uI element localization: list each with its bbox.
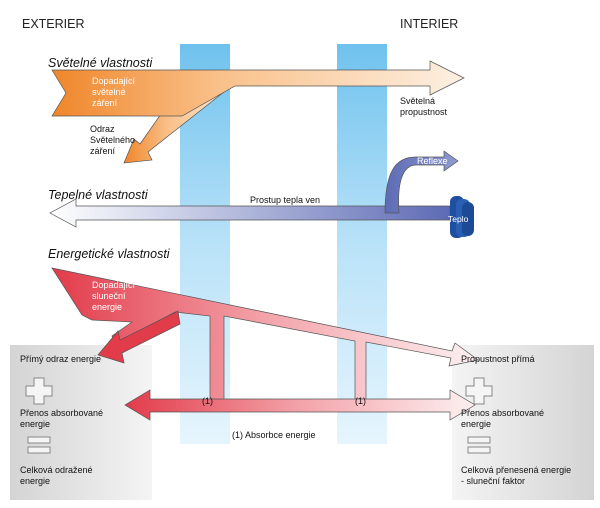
incident-light-label-3: záření [92, 98, 118, 108]
incident-energy-label-2: sluneční [92, 291, 126, 301]
heat-loss-label: Prostup tepla ven [250, 195, 320, 205]
light-properties-title: Světelné vlastnosti [48, 56, 153, 70]
total-transmitted-label-1: Celková přenesená energie [461, 465, 571, 475]
heat-source-icon [450, 196, 474, 238]
absorption-note: (1) Absorbce energie [232, 430, 316, 440]
total-reflected-label-2: energie [20, 476, 50, 486]
interior-heading: INTERIER [400, 17, 458, 31]
absorbed-transfer-left-label-2: energie [20, 419, 50, 429]
incident-energy-label-3: energie [92, 302, 122, 312]
light-reflection-label-3: záření [90, 146, 116, 156]
incident-light-label-1: Dopadající [92, 76, 136, 86]
energy-properties-title: Energetické vlastnosti [48, 247, 171, 261]
absorbed-transfer-left-label-1: Přenos absorbované [20, 408, 103, 418]
light-transmission-arrow [51, 60, 465, 117]
plus-icon-left [25, 377, 53, 405]
light-transmission-label-1: Světelná [400, 96, 435, 106]
absorption-marker-inner: (1) [355, 396, 366, 406]
left-result-panel [10, 345, 152, 500]
equals-icon-right [467, 436, 491, 454]
absorbed-energy-transfer-arrow [124, 389, 476, 421]
equals-icon-left [27, 436, 51, 454]
absorbed-transfer-right-label-1: Přenos absorbované [461, 408, 544, 418]
right-result-panel [452, 345, 594, 500]
reflex-label: Reflexe [417, 156, 448, 166]
energy-direct-reflection-arrow [97, 310, 181, 364]
light-reflection-label-1: Odraz [90, 124, 115, 134]
absorbed-transfer-right-label-2: energie [461, 419, 491, 429]
reflex-arrow [384, 150, 459, 214]
incident-light-label-2: světelné [92, 87, 126, 97]
light-transmission-label-2: propustnost [400, 107, 448, 117]
direct-transmission-label: Propustnost přímá [461, 354, 535, 364]
total-reflected-label-1: Celková odražené [20, 465, 93, 475]
heat-loss-arrow [49, 198, 451, 228]
incident-energy-label-1: Dopadající [92, 280, 136, 290]
thermal-properties-title: Tepelné vlastnosti [48, 188, 149, 202]
plus-icon-right [465, 377, 493, 405]
heat-label: Teplo [448, 214, 469, 224]
direct-reflection-label: Přímý odraz energie [20, 354, 101, 364]
total-transmitted-label-2: - sluneční faktor [461, 476, 525, 486]
absorption-marker-outer: (1) [202, 396, 213, 406]
exterior-heading: EXTERIER [22, 17, 85, 31]
light-reflection-label-2: Světelného [90, 135, 135, 145]
light-reflection-arrow [123, 83, 236, 164]
energy-direct-transmission-arrow [51, 267, 479, 401]
